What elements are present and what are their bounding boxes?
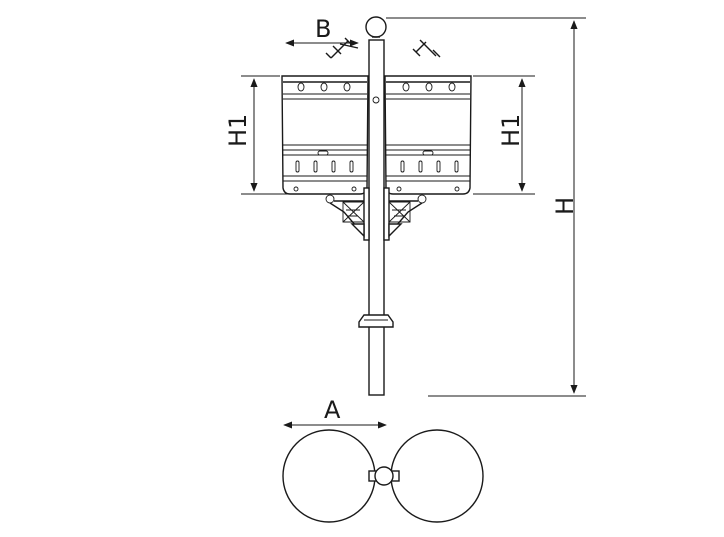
label-h1-right: H1	[497, 114, 525, 147]
left-bin-top-view	[282, 429, 376, 523]
dimension-a: A	[283, 396, 387, 429]
dimension-h1-right: H1	[473, 75, 535, 195]
dimension-h1-left: H1	[224, 75, 300, 195]
dimension-h: H	[386, 17, 586, 397]
label-h1-left: H1	[224, 114, 252, 147]
left-bracket	[325, 194, 365, 238]
right-bracket	[388, 194, 427, 238]
plan-view	[282, 429, 484, 523]
right-bin-top-view	[390, 429, 484, 523]
label-a: A	[324, 396, 341, 424]
right-bin	[384, 75, 472, 195]
pole-top-view	[374, 466, 394, 486]
bracket-plate	[363, 187, 370, 241]
left-bin	[281, 75, 369, 195]
label-b: B	[315, 15, 331, 43]
screw-icon	[412, 39, 441, 58]
label-h: H	[551, 197, 579, 215]
pole-finial	[365, 16, 387, 38]
dimension-b: B	[285, 15, 359, 47]
pole-base-collar	[358, 314, 394, 328]
